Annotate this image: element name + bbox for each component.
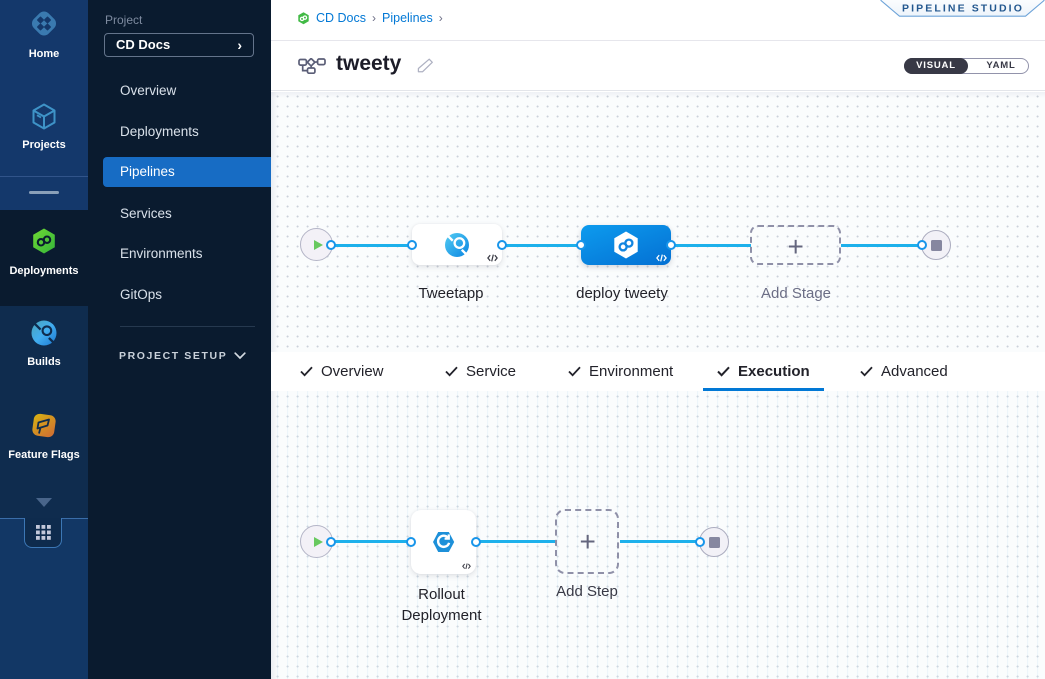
svg-text:PIPELINE STUDIO: PIPELINE STUDIO — [902, 3, 1024, 15]
